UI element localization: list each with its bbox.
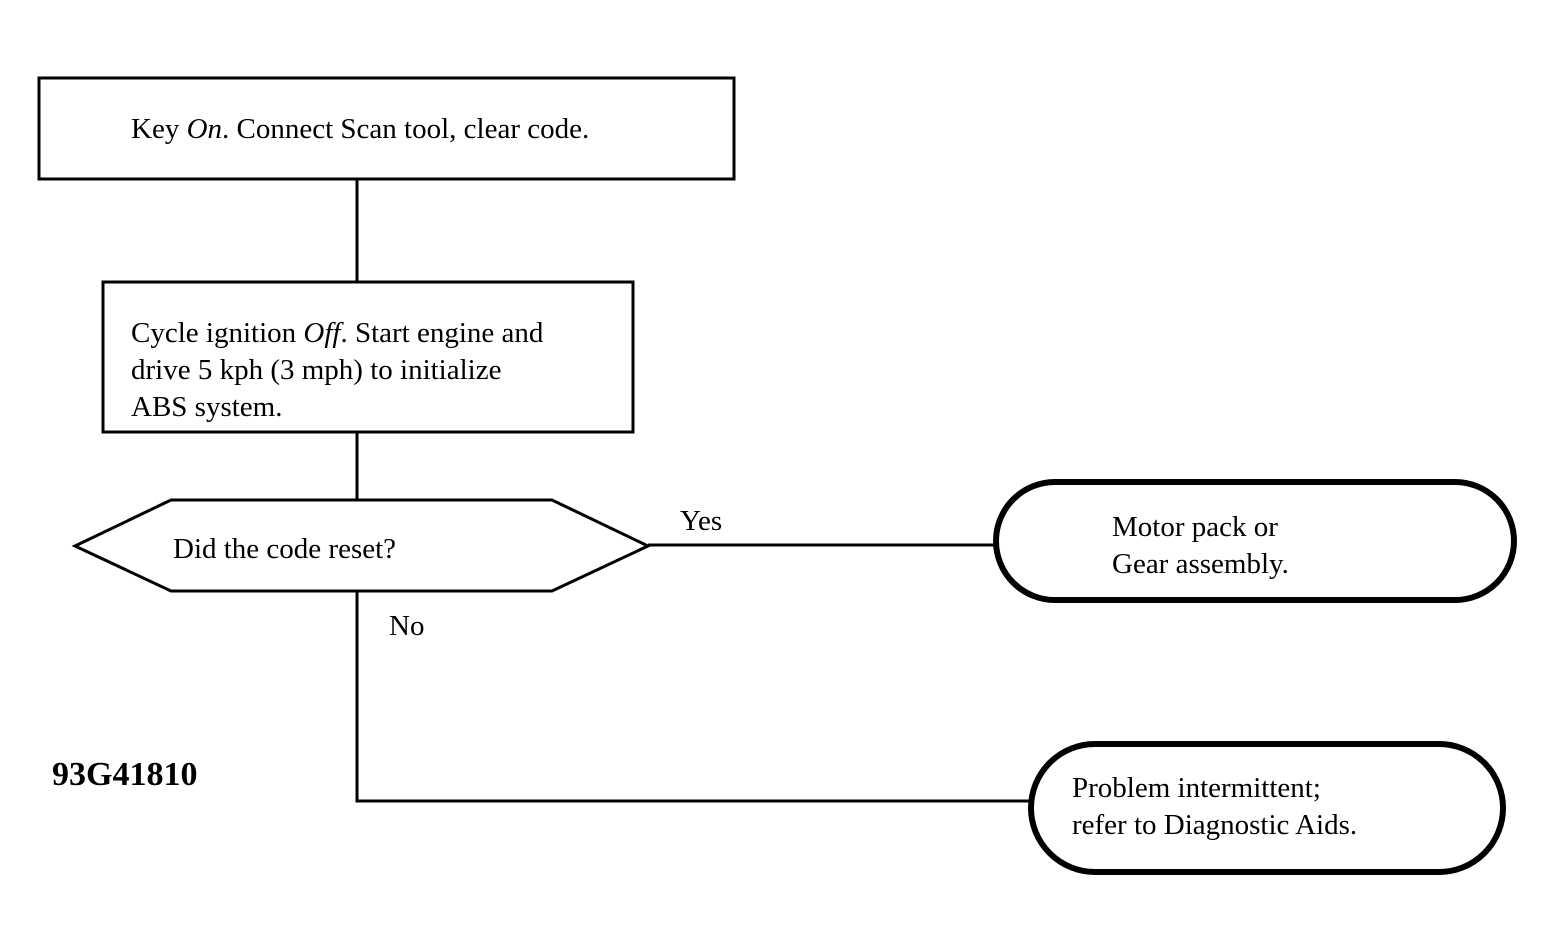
outcome-yes-terminal <box>993 479 1517 603</box>
connector-no <box>355 591 1031 803</box>
outcome-no-terminal <box>1028 741 1506 875</box>
step-2-box <box>101 280 635 434</box>
step-2-line-1: Cycle ignition Off. Start engine and <box>131 317 544 349</box>
step-2-text: Cycle ignition Off. Start engine and dri… <box>131 315 543 426</box>
step-2-emphasis: Off <box>303 317 341 349</box>
outcome-yes-text: Motor pack or Gear assembly. <box>1112 509 1289 583</box>
no-label: No <box>389 610 425 642</box>
outcome-yes-line-2: Gear assembly. <box>1112 548 1289 580</box>
step-2-line-3: ABS system. <box>131 391 283 423</box>
diagram-id: 93G41810 <box>52 756 198 793</box>
step-1-box <box>37 76 736 181</box>
outcome-no-line-1: Problem intermittent; <box>1072 772 1321 804</box>
outcome-yes-line-1: Motor pack or <box>1112 511 1278 543</box>
outcome-no-line-2: refer to Diagnostic Aids. <box>1072 809 1358 841</box>
step-1-text: Key On. Connect Scan tool, clear code. <box>131 113 590 145</box>
outcome-no-text: Problem intermittent; refer to Diagnosti… <box>1072 770 1357 844</box>
yes-label: Yes <box>680 505 723 537</box>
step-1-emphasis: On <box>186 113 223 145</box>
step-2-line-2: drive 5 kph (3 mph) to initialize <box>131 354 502 386</box>
decision-question: Did the code reset? <box>173 533 397 565</box>
